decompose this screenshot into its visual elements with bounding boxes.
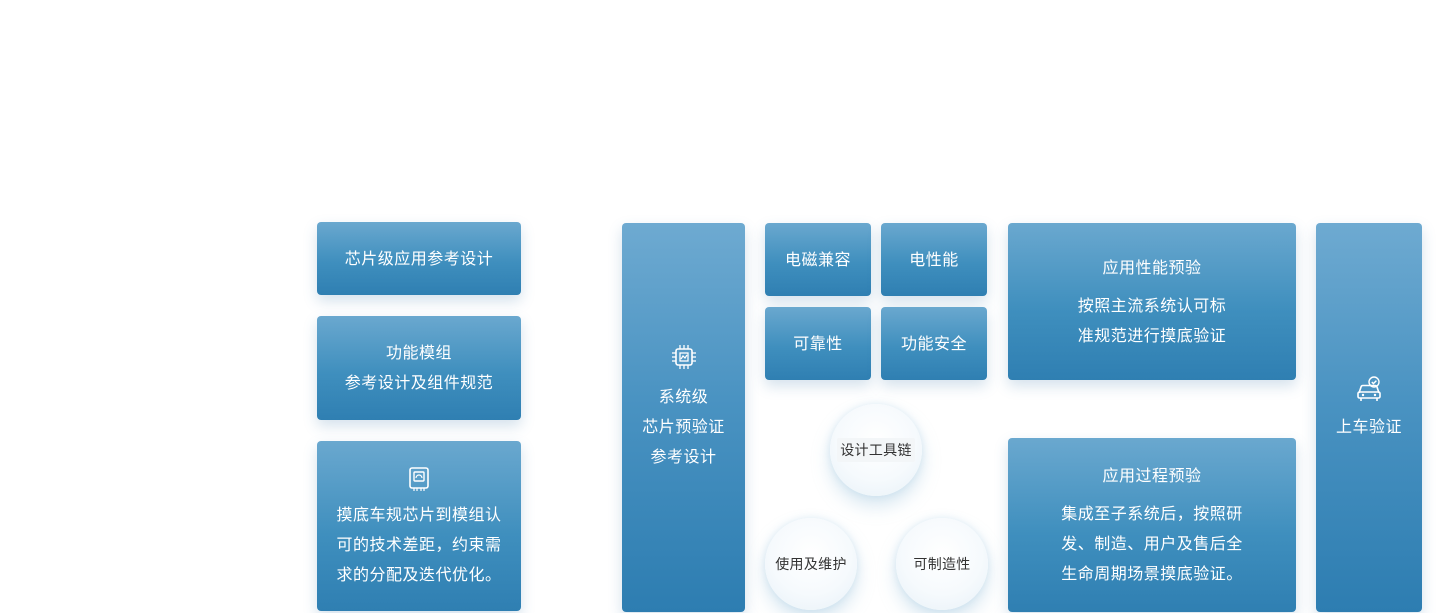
reliability-card: 可靠性 — [765, 307, 871, 380]
chip-reference-design-card: 芯片级应用参考设计 — [317, 222, 521, 295]
app-performance-card: 应用性能预验 按照主流系统认可标 准规范进行摸底验证 — [1008, 223, 1296, 380]
electrical-performance-label: 电性能 — [909, 249, 959, 269]
manufacturability-circle: 可制造性 — [896, 518, 988, 610]
app-process-line-2: 发、制造、用户及售后全 — [1061, 534, 1243, 553]
app-performance-title: 应用性能预验 — [1102, 257, 1202, 277]
app-process-line-3: 生命周期场景摸底验证。 — [1061, 564, 1243, 583]
use-and-maintenance-label: 使用及维护 — [775, 557, 847, 573]
app-performance-line-2: 准规范进行摸底验证 — [1077, 325, 1227, 345]
chip-to-module-gap-card: 摸底车规芯片到模组认 可的技术差距，约束需 求的分配及迭代优化。 — [317, 441, 521, 611]
app-process-line-1: 集成至子系统后，按照研 — [1061, 504, 1243, 523]
chip-icon — [671, 344, 696, 369]
use-and-maintenance-circle: 使用及维护 — [765, 518, 857, 610]
module-title: 功能模组 — [385, 343, 452, 362]
module-subtitle: 参考设计及组件规范 — [344, 373, 494, 392]
emc-label: 电磁兼容 — [784, 249, 851, 269]
system-line-3: 参考设计 — [650, 446, 717, 466]
app-process-card: 应用过程预验 集成至子系统后，按照研 发、制造、用户及售后全 生命周期场景摸底验… — [1008, 438, 1296, 612]
module-reference-design-card: 功能模组 参考设计及组件规范 — [317, 316, 521, 420]
reliability-label: 可靠性 — [793, 333, 843, 353]
gap-line-2: 可的技术差距，约束需 — [336, 535, 502, 554]
app-performance-line-1: 按照主流系统认可标 — [1077, 295, 1227, 315]
car-check-icon — [1357, 375, 1381, 401]
system-level-chip-card: 系统级 芯片预验证 参考设计 — [622, 223, 745, 612]
vehicle-verification-label: 上车验证 — [1335, 416, 1402, 436]
emc-card: 电磁兼容 — [765, 223, 871, 296]
system-line-2: 芯片预验证 — [642, 416, 725, 436]
gap-line-3: 求的分配及迭代优化。 — [336, 565, 502, 584]
chip-reference-design-label: 芯片级应用参考设计 — [344, 248, 494, 268]
design-toolchain-label: 设计工具链 — [837, 438, 915, 462]
design-toolchain-circle: 设计工具链 — [830, 404, 922, 496]
gap-line-1: 摸底车规芯片到模组认 — [336, 505, 502, 524]
functional-safety-card: 功能安全 — [881, 307, 987, 380]
functional-safety-label: 功能安全 — [900, 333, 967, 353]
system-line-1: 系统级 — [658, 386, 709, 406]
manufacturability-label: 可制造性 — [913, 557, 971, 573]
vehicle-verification-card: 上车验证 — [1316, 223, 1422, 612]
app-process-title: 应用过程预验 — [1102, 466, 1202, 485]
chip-module-icon — [409, 467, 429, 491]
electrical-performance-card: 电性能 — [881, 223, 987, 296]
